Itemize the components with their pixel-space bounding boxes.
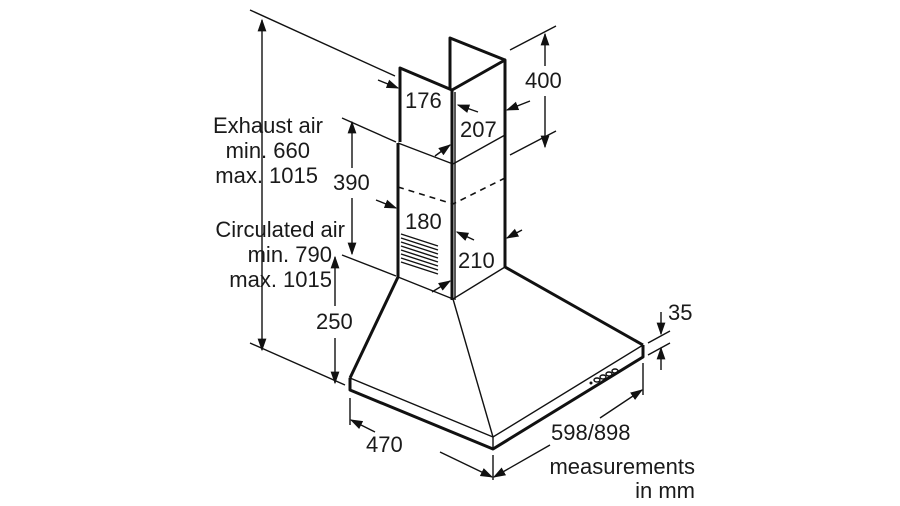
upper-chimney (398, 36, 507, 300)
ventilation-grille (400, 233, 439, 275)
circulated-air-title: Circulated air (215, 217, 345, 242)
hood-drawing (348, 36, 645, 451)
dim-upper-chimney-depth: 207 (460, 117, 497, 142)
height-labels: Exhaust air min. 660 max. 1015 Circulate… (213, 113, 345, 292)
units-line-2: in mm (635, 478, 695, 503)
dim-skirt-height: 35 (668, 300, 692, 325)
dim-lower-chimney-depth: 210 (458, 248, 495, 273)
exhaust-air-min: min. 660 (226, 138, 310, 163)
dim-upper-chimney-height: 400 (525, 68, 562, 93)
dim-hood-depth: 470 (366, 432, 403, 457)
dim-hood-width: 598/898 (551, 420, 631, 445)
dim-chimney-overlap: 390 (333, 170, 370, 195)
canopy (348, 265, 645, 451)
exhaust-air-title: Exhaust air (213, 113, 323, 138)
circulated-air-max: max. 1015 (229, 267, 332, 292)
exhaust-air-max: max. 1015 (215, 163, 318, 188)
units-line-1: measurements (549, 454, 695, 479)
units-note: measurements in mm (549, 454, 695, 503)
dim-upper-chimney-width: 176 (405, 88, 442, 113)
dimension-lines (249, 9, 671, 480)
circulated-air-min: min. 790 (248, 242, 332, 267)
dim-canopy-height: 250 (316, 309, 353, 334)
dim-lower-chimney-width: 180 (405, 209, 442, 234)
control-buttons (589, 368, 619, 385)
